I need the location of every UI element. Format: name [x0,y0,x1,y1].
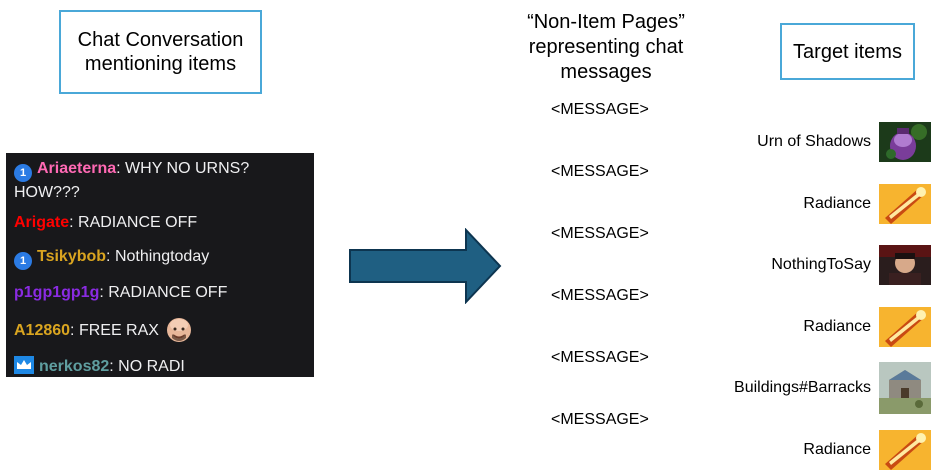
subscriber-badge-icon: 1 [14,252,32,270]
chat-separator: : [116,160,126,177]
chat-username: nerkos82 [39,358,110,375]
non-item-pages-heading: “Non-Item Pages” representing chat messa… [518,10,694,85]
radiance-icon [879,184,931,224]
chat-username: A12860 [14,322,71,339]
chat-text: RADIANCE OFF [108,284,228,301]
chat-separator: : [70,322,79,339]
nothingtosay-icon [879,245,931,285]
chat-text: NO RADI [118,358,185,375]
message-placeholder: <MESSAGE> [551,225,649,242]
radiance-icon [879,430,931,470]
chat-box-line-2: mentioning items [84,53,237,75]
crown-badge-icon [14,356,34,374]
chat-username: Tsikybob [37,248,107,265]
subscriber-badge-icon: 1 [14,164,32,182]
chat-line: nerkos82: NO RADI [14,356,306,378]
radiance-icon [879,307,931,347]
target-item: Radiance [803,184,931,224]
chat-line: 1 Tsikybob: Nothingtoday [14,246,306,270]
message-placeholder: <MESSAGE> [551,101,649,118]
chat-separator: : [109,358,119,375]
chat-line: p1gp1gp1g: RADIANCE OFF [14,282,306,304]
chat-separator: : [106,248,115,265]
message-placeholder: <MESSAGE> [551,349,649,366]
target-item-label: NothingToSay [771,256,871,273]
chat-separator: : [69,214,79,231]
target-item: Urn of Shadows [757,122,931,162]
chat-line: A12860: FREE RAX [14,316,306,344]
heading-line-2: representing chat [528,36,684,58]
heading-line-1: “Non-Item Pages” [527,11,685,33]
target-item: NothingToSay [771,245,931,285]
target-item-label: Radiance [803,318,871,335]
chat-line: Arigate: RADIANCE OFF [14,212,306,234]
chat-text: WHY NO URNS? HOW??? [14,160,250,201]
chat-line: 1 Ariaeterna: WHY NO URNS? HOW??? [14,158,306,204]
chat-conversation-box: Chat Conversation mentioning items [59,10,262,94]
chat-username: p1gp1gp1g [14,284,100,301]
message-placeholder: <MESSAGE> [551,163,649,180]
chat-box-line-1: Chat Conversation [77,29,244,51]
target-item-label: Radiance [803,195,871,212]
chat-text: FREE RAX [78,322,159,339]
message-placeholder: <MESSAGE> [551,411,649,428]
target-items-box: Target items [780,23,915,80]
chat-text: RADIANCE OFF [78,214,198,231]
target-item-label: Buildings#Barracks [734,379,871,396]
chat-separator: : [99,284,109,301]
target-item-label: Radiance [803,441,871,458]
target-item: Radiance [803,430,931,470]
bald-face-emote-icon [166,318,191,342]
target-item: Radiance [803,307,931,347]
target-item: Buildings#Barracks [734,362,931,414]
heading-line-3: messages [560,61,652,83]
chat-username: Arigate [14,214,70,231]
message-placeholder: <MESSAGE> [551,287,649,304]
urn-of-shadows-icon [879,122,931,162]
barracks-icon [879,362,931,414]
target-items-label: Target items [793,40,902,63]
target-item-label: Urn of Shadows [757,133,871,150]
right-arrow-icon [349,228,502,304]
chat-text: Nothingtoday [114,248,210,265]
chat-panel: 1 Ariaeterna: WHY NO URNS? HOW??? Arigate… [6,153,314,377]
chat-username: Ariaeterna [37,160,117,177]
